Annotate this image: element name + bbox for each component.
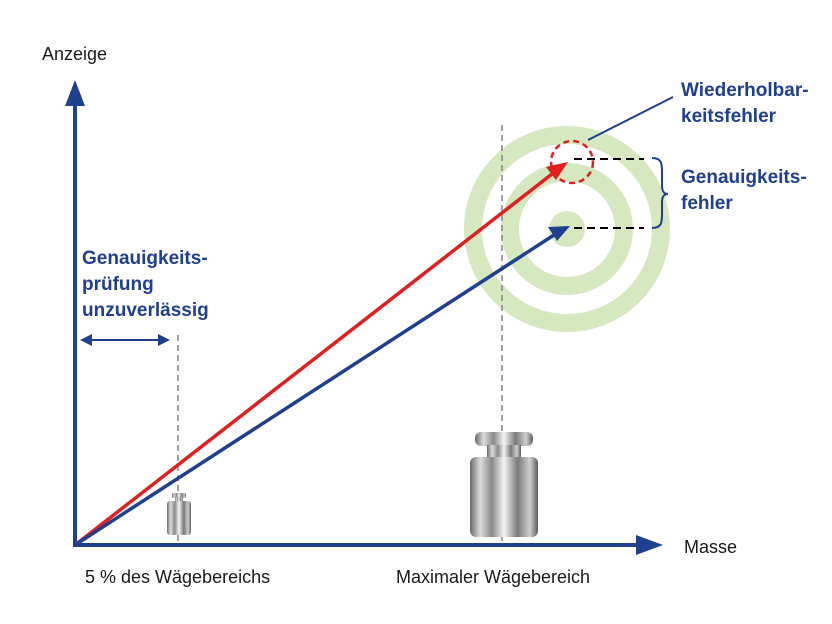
x-tick-high-label: Maximaler Wägebereich: [396, 567, 590, 587]
target-ring-outer: [464, 126, 670, 332]
x-axis: [73, 535, 663, 555]
unreliable-label-line1: Genauigkeits-: [82, 248, 208, 269]
repeatability-label-line1: Wiederholbar-: [681, 80, 809, 101]
x-tick-low-label: 5 % des Wägebereichs: [85, 567, 270, 587]
accuracy-label-line1: Genauigkeits-: [681, 167, 807, 188]
y-axis-label: Anzeige: [42, 44, 107, 64]
small-weight-icon: [167, 493, 191, 535]
x-axis-arrowhead: [636, 535, 663, 555]
y-axis-arrowhead: [65, 80, 85, 106]
unreliable-label-line2: prüfung: [82, 274, 154, 295]
target-rings: [464, 126, 670, 332]
repeatability-error-circle: [549, 139, 595, 185]
unreliable-range-arrow: [80, 334, 170, 346]
unreliable-label-line3: unzuverlässig: [82, 300, 209, 321]
accuracy-error-brace: [651, 157, 669, 229]
true-value-arrow: [74, 226, 570, 547]
target-ring-middle: [501, 163, 633, 295]
repeatability-pointer-line: [587, 96, 674, 141]
accuracy-label-line2: fehler: [681, 193, 733, 214]
y-axis: [65, 80, 85, 545]
repeatability-label-line2: keitsfehler: [681, 106, 777, 127]
x-axis-label: Masse: [684, 537, 737, 557]
large-weight-icon: [470, 432, 538, 537]
